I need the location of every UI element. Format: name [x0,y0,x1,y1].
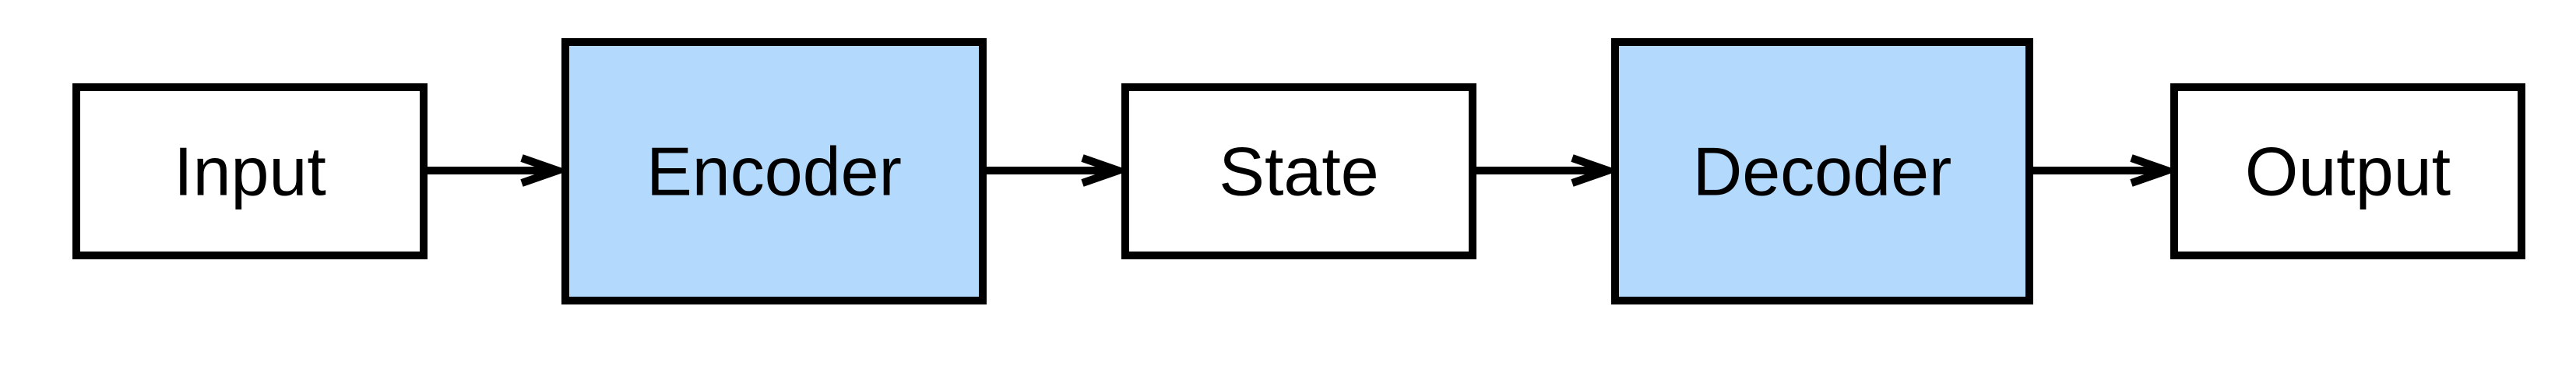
node-output: Output [2170,83,2525,259]
node-label-output: Output [2245,133,2451,210]
node-label-state: State [1219,133,1378,210]
arrowhead-icon [1081,154,1131,187]
edge-input-encoder [425,154,570,187]
edge-decoder-output [2031,154,2180,187]
node-box [561,38,987,304]
node-label-decoder: Decoder [1693,133,1952,210]
node-box [72,83,428,259]
node-encoder: Encoder [561,38,987,304]
node-box [1121,83,1476,259]
arrowhead-icon [1571,154,1621,187]
edge-encoder-state [984,154,1131,187]
node-label-encoder: Encoder [646,133,902,210]
node-decoder: Decoder [1611,38,2033,304]
node-input: Input [72,83,428,259]
node-state: State [1121,83,1476,259]
arrowhead-icon [2130,154,2180,187]
node-box [1611,38,2033,304]
arrowhead-icon [520,154,570,187]
node-box [2170,83,2525,259]
edge-state-decoder [1474,154,1621,187]
node-label-input: Input [174,133,326,210]
